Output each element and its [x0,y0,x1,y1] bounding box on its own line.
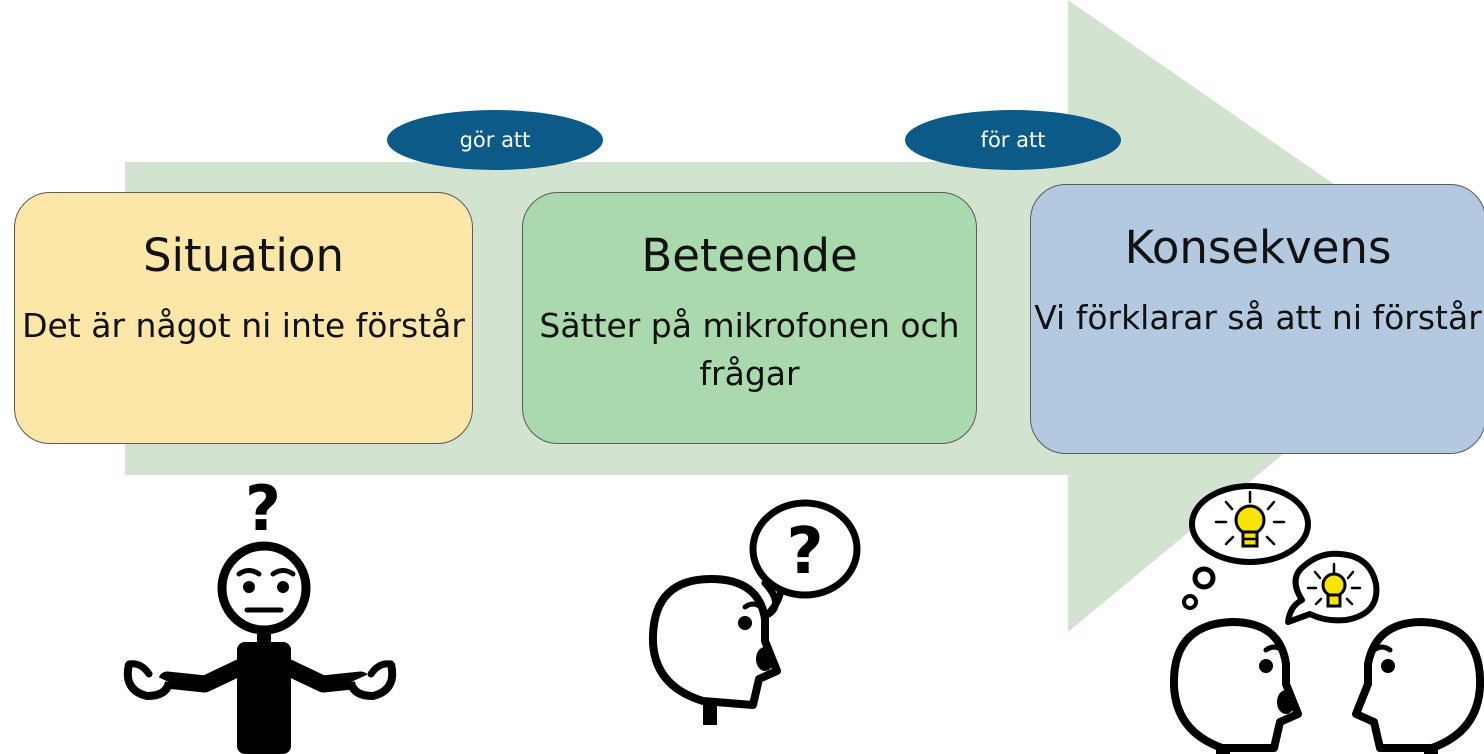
connector-label: för att [980,128,1046,152]
beteende-box: Beteende Sätter på mikrofonen och frågar [522,192,977,444]
light-bulb-icon [1214,490,1286,548]
step-description: Sätter på mikrofonen och frågar [539,306,960,393]
step-title: Konsekvens [1124,221,1392,274]
connector-gor-att: gör att [387,110,603,170]
question-mark-icon: ? [786,515,823,589]
step-title: Situation [142,229,344,282]
people-understanding-icon [1170,483,1484,754]
person-asking-question-icon: ? [648,499,861,725]
konsekvens-box: Konsekvens Vi förklarar så att ni förstå… [1030,184,1484,454]
question-mark-icon: ? [245,472,281,545]
connector-for-att: för att [905,110,1121,170]
connector-label: gör att [459,128,531,152]
step-title: Beteende [641,229,858,282]
step-description: Det är något ni inte förstår [22,306,465,345]
light-bulb-icon [1306,562,1362,608]
step-description: Vi förklarar så att ni förstår [1034,298,1482,337]
confused-person-icon: ? [123,472,397,754]
situation-box: Situation Det är något ni inte förstår [14,192,473,444]
